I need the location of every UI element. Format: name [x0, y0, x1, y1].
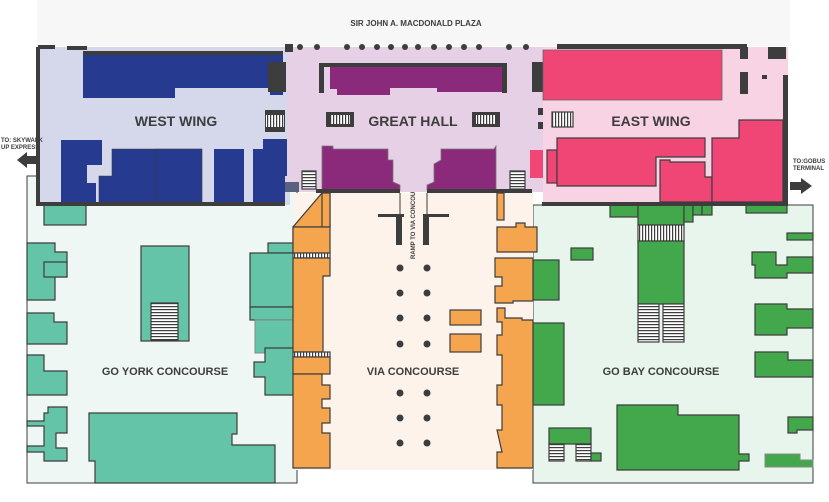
stairs — [575, 443, 592, 462]
stairs — [662, 303, 685, 343]
east-wing-label: EAST WING — [611, 113, 690, 129]
stairs — [150, 302, 179, 341]
stairs — [637, 224, 685, 242]
exit-east-line2: TERMINAL — [793, 166, 824, 172]
ramp-label: RAMP TO VIA CONCOURSE — [411, 179, 417, 259]
stairs — [637, 303, 660, 343]
east-wing[interactable]: EAST WING — [530, 44, 788, 206]
go-bay-label: GO BAY CONCOURSE — [603, 366, 720, 378]
plaza-label: SIR JOHN A. MACDONALD PLAZA — [350, 19, 481, 28]
stairs — [292, 252, 331, 259]
via-label: VIA CONCOURSE — [367, 366, 460, 378]
exit-west-line2: UP EXPRESS — [1, 145, 39, 151]
stairs — [548, 443, 565, 462]
exit-west-line1: TO: SKYWALK — [1, 138, 44, 144]
go-york-label: GO YORK CONCOURSE — [102, 366, 228, 378]
columns — [396, 264, 431, 447]
arrow-left-icon — [17, 152, 38, 168]
stairs — [509, 170, 526, 190]
stairs — [292, 351, 331, 358]
stairs — [476, 115, 496, 124]
exit-west[interactable]: TO: SKYWALK UP EXPRESS — [1, 138, 44, 168]
stairs — [330, 115, 350, 124]
stairs — [266, 115, 284, 127]
arrow-right-icon — [790, 178, 812, 194]
exit-east[interactable]: TO:GOBUS TERMINAL — [790, 159, 825, 194]
go-york-concourse[interactable]: GO YORK CONCOURSE — [26, 175, 298, 484]
via-concourse[interactable]: RAMP TO VIA CONCOURSE VIA CONCOURSE — [292, 179, 538, 470]
stairs — [551, 111, 574, 128]
stairs — [301, 170, 317, 190]
go-bay-concourse[interactable]: GO BAY CONCOURSE — [532, 204, 814, 484]
west-wing-label: WEST WING — [135, 113, 218, 129]
exit-east-line1: TO:GOBUS — [793, 159, 825, 165]
west-wing[interactable]: WEST WING — [36, 45, 290, 206]
ramp: RAMP TO VIA CONCOURSE — [378, 179, 449, 259]
great-hall[interactable]: GREAT HALL — [285, 44, 544, 193]
plaza — [37, 0, 790, 46]
columns — [297, 44, 529, 50]
great-hall-label: GREAT HALL — [368, 113, 458, 129]
